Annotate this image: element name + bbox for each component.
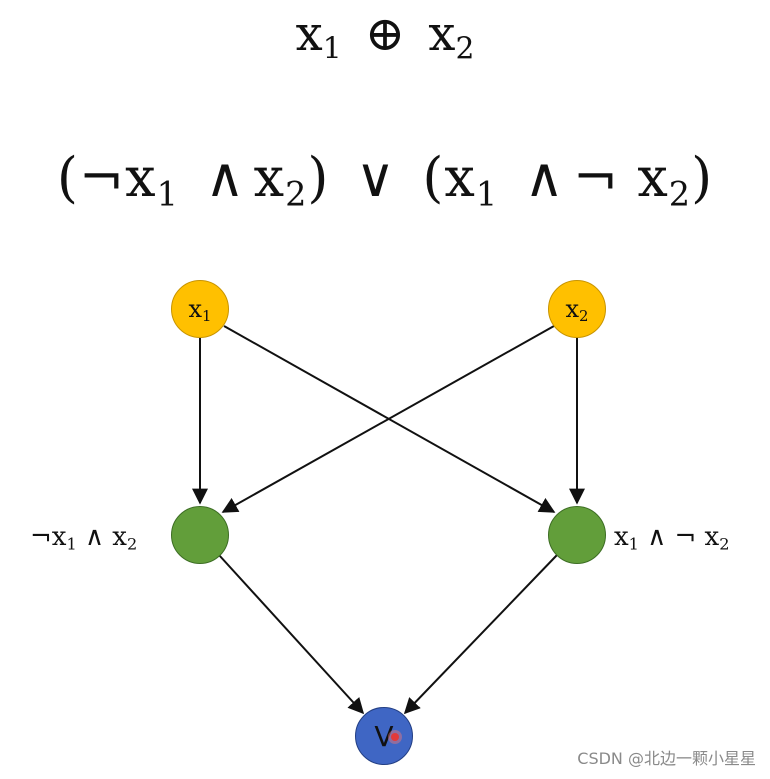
formula-subscript: 1 — [156, 174, 179, 214]
output-node-or: V — [355, 707, 413, 765]
formula-subscript: 2 — [668, 174, 692, 214]
label-var: x — [704, 522, 720, 552]
formula-var: x — [637, 146, 669, 209]
formula-var: x — [253, 146, 286, 209]
open-paren: ( — [56, 146, 79, 209]
or-operator: ∨ — [355, 146, 397, 209]
label-subscript: 2 — [126, 534, 138, 554]
edge-x2-to-hidden-left — [221, 325, 555, 513]
label-subscript: 1 — [66, 534, 77, 554]
node-var: x — [565, 295, 580, 323]
formula-var: x — [428, 6, 456, 62]
output-label: V — [374, 719, 394, 753]
formula-var: x — [444, 146, 476, 209]
and-operator: ∧ — [84, 522, 105, 552]
label-subscript: 1 — [628, 534, 639, 554]
formula-subscript: 1 — [322, 31, 342, 67]
close-paren: ) — [307, 146, 330, 209]
node-label-x2: x2 — [565, 295, 589, 326]
hidden-node-right — [548, 506, 606, 564]
formula-subscript: 1 — [475, 174, 499, 214]
label-var: x — [614, 522, 629, 552]
formula-subscript: 2 — [285, 174, 308, 214]
node-subscript: 1 — [202, 307, 212, 326]
input-node-x1: x1 — [171, 280, 229, 338]
open-paren: ( — [422, 146, 445, 209]
mouse-cursor-indicator — [391, 733, 399, 741]
label-var: x — [51, 522, 67, 552]
and-operator: ∧ — [524, 146, 565, 209]
edge-hidden-right-to-output — [403, 554, 558, 715]
edge-hidden-left-to-output — [218, 554, 365, 715]
xor-operator: ⊕ — [364, 6, 406, 62]
expanded-xor-formula: (¬x1 ∧x2) ∨ (x1 ∧¬ x2) — [0, 140, 770, 216]
hidden-left-label: ¬x1 ∧ x2 — [30, 522, 137, 552]
formula-var: x — [125, 146, 157, 209]
watermark: CSDN @北边一颗小星星 — [577, 749, 756, 768]
and-operator: ∧ — [647, 522, 667, 552]
hidden-node-left — [171, 506, 229, 564]
not-operator: ¬ — [30, 522, 52, 552]
hidden-right-label: x1 ∧ ¬ x2 — [614, 522, 729, 552]
not-operator: ¬ — [674, 522, 697, 552]
formula-var: x — [295, 6, 323, 62]
xor-formula: x1 ⊕ x2 — [0, 2, 770, 66]
node-var: x — [188, 295, 203, 323]
close-paren: ) — [691, 146, 714, 209]
node-subscript: 2 — [579, 307, 589, 326]
not-operator: ¬ — [572, 146, 620, 209]
label-var: x — [112, 522, 127, 552]
and-operator: ∧ — [205, 146, 246, 209]
input-node-x2: x2 — [548, 280, 606, 338]
label-subscript: 2 — [719, 534, 730, 554]
formula-subscript: 2 — [455, 31, 475, 67]
not-operator: ¬ — [78, 146, 126, 209]
node-label-x1: x1 — [188, 295, 212, 326]
